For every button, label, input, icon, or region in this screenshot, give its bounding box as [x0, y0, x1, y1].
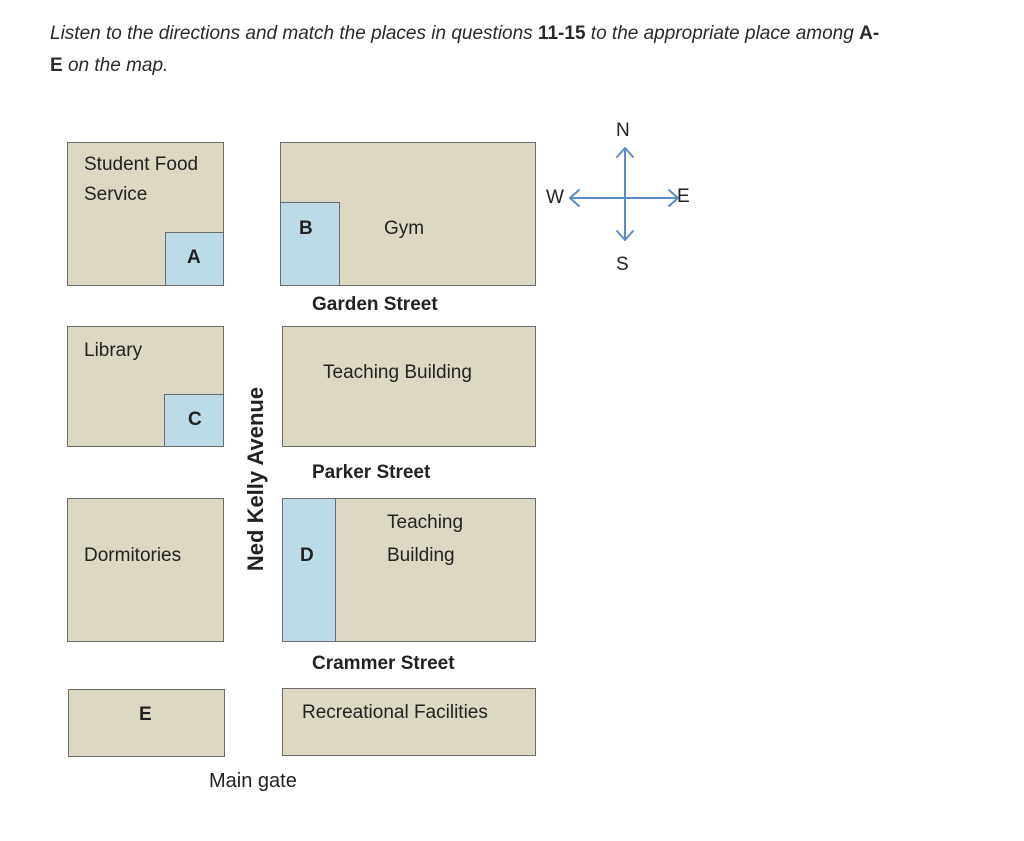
label-gym: Gym: [384, 218, 425, 239]
marker-a-label: A: [187, 247, 201, 268]
compass-e: E: [677, 186, 690, 207]
marker-a: A: [165, 232, 224, 286]
compass-s: S: [616, 254, 629, 275]
label-library: Library: [84, 340, 143, 361]
compass-arrows-icon: [569, 147, 679, 241]
letter-range-start: A-: [859, 23, 880, 44]
street-crammer: Crammer Street: [312, 653, 455, 674]
label-recreational-facilities: Recreational Facilities: [302, 702, 488, 723]
letter-range-end: E: [50, 55, 63, 76]
instructions: Listen to the directions and match the p…: [50, 18, 1000, 82]
label-student-food-service-2: Service: [84, 184, 148, 205]
block-student-food-service: Student Food Service: [67, 142, 224, 286]
marker-c: C: [164, 394, 224, 447]
street-parker: Parker Street: [312, 462, 431, 483]
street-ned-kelly-avenue: Ned Kelly Avenue: [243, 386, 268, 572]
marker-b: B: [280, 202, 340, 286]
question-range: 11-15: [537, 23, 586, 44]
instructions-text-2: to the appropriate place among: [585, 23, 860, 44]
marker-c-label: C: [188, 409, 202, 430]
marker-b-label: B: [299, 218, 313, 239]
block-teaching-building-1: Teaching Building: [282, 326, 536, 447]
label-student-food-service-1: Student Food: [84, 154, 199, 175]
compass-w: W: [546, 187, 564, 208]
block-e: E: [68, 689, 225, 757]
label-dormitories: Dormitories: [84, 545, 182, 566]
instructions-text: Listen to the directions and match the p…: [50, 23, 538, 44]
label-teaching-building-1: Teaching Building: [323, 362, 472, 383]
street-garden: Garden Street: [312, 294, 438, 315]
label-main-gate: Main gate: [209, 770, 297, 792]
marker-e-label: E: [139, 704, 152, 725]
label-teaching-building-2-line1: Teaching: [387, 512, 464, 533]
marker-d: D: [282, 498, 336, 642]
label-teaching-building-2-line2: Building: [387, 545, 455, 566]
compass-n: N: [616, 120, 630, 141]
block-dormitories: Dormitories: [67, 498, 224, 642]
instructions-text-3: on the map.: [62, 55, 169, 76]
marker-d-label: D: [300, 545, 314, 566]
block-recreational-facilities: Recreational Facilities: [282, 688, 536, 756]
